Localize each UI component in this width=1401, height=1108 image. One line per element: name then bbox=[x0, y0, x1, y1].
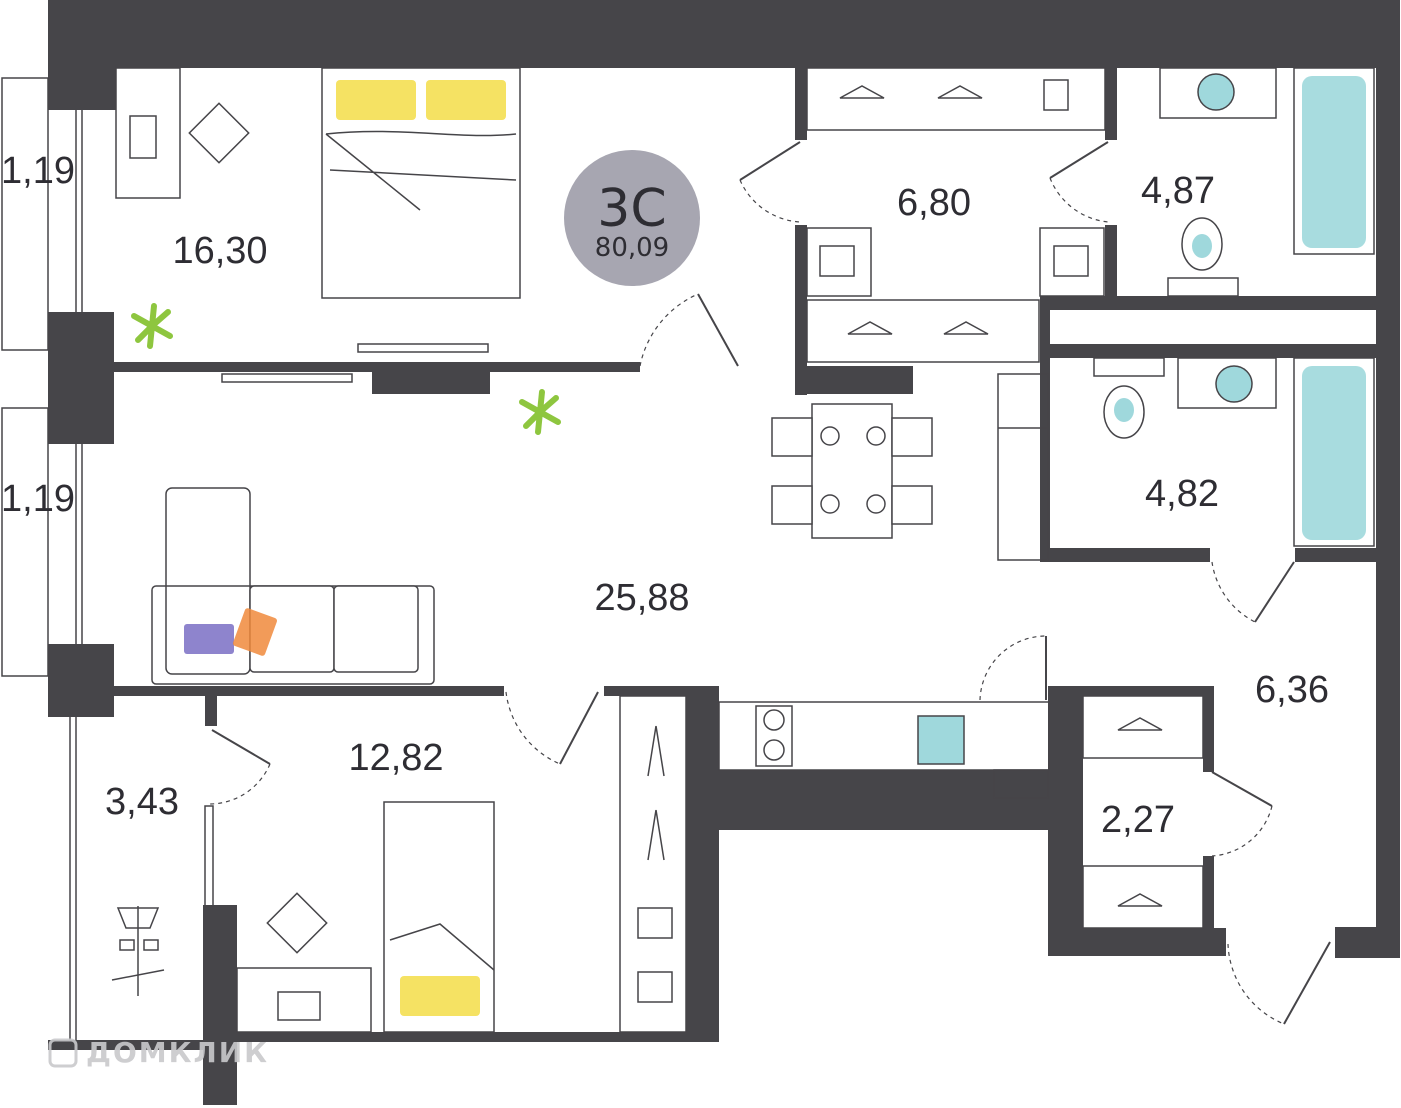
area-bedroom-small: 12,82 bbox=[348, 737, 443, 779]
bathroom-upper-furniture bbox=[1159, 67, 1375, 297]
area-bathroom-upper: 4,87 bbox=[1141, 170, 1215, 212]
total-area: 80,09 bbox=[595, 233, 669, 263]
room-labels: 16,30 6,80 4,87 25,88 4,82 6,36 12,82 3,… bbox=[1, 150, 1329, 841]
dining-table bbox=[811, 403, 893, 539]
kitchen-counter bbox=[718, 701, 1050, 771]
balconies bbox=[1, 77, 214, 1040]
bedroom-main-furniture bbox=[115, 67, 521, 353]
exercise-bike bbox=[111, 906, 165, 996]
bathroom-lower-furniture bbox=[1093, 357, 1375, 547]
badge-circle bbox=[564, 150, 700, 286]
apartment-badge: 3С 80,09 bbox=[564, 150, 700, 286]
area-wardrobe: 6,80 bbox=[897, 182, 971, 224]
living-furniture bbox=[151, 373, 1050, 799]
vent-blocks bbox=[1058, 314, 1376, 340]
storage-furniture bbox=[1082, 695, 1204, 929]
walls bbox=[48, 0, 1400, 1105]
bedroom-small-furniture bbox=[236, 695, 687, 1033]
doors bbox=[209, 141, 1331, 1025]
watermark-text: ДОМКЛИК bbox=[86, 1036, 269, 1069]
plant-icon bbox=[519, 389, 561, 435]
apartment-type: 3С bbox=[597, 179, 666, 239]
watermark: ДОМКЛИК bbox=[48, 1036, 269, 1069]
area-storage: 2,27 bbox=[1101, 799, 1175, 841]
plant-icon bbox=[131, 303, 173, 349]
area-bedroom-main: 16,30 bbox=[172, 230, 267, 272]
area-bathroom-lower: 4,82 bbox=[1145, 473, 1219, 515]
watermark-logo-icon bbox=[48, 1038, 78, 1068]
area-living-kitchen: 25,88 bbox=[594, 577, 689, 619]
area-hallway: 6,36 bbox=[1255, 669, 1329, 711]
area-balcony-upper-1: 1,19 bbox=[1, 150, 75, 192]
area-balcony-upper-2: 1,19 bbox=[1, 478, 75, 520]
wardrobe-furniture bbox=[806, 67, 1106, 363]
area-balcony-lower: 3,43 bbox=[105, 781, 179, 823]
